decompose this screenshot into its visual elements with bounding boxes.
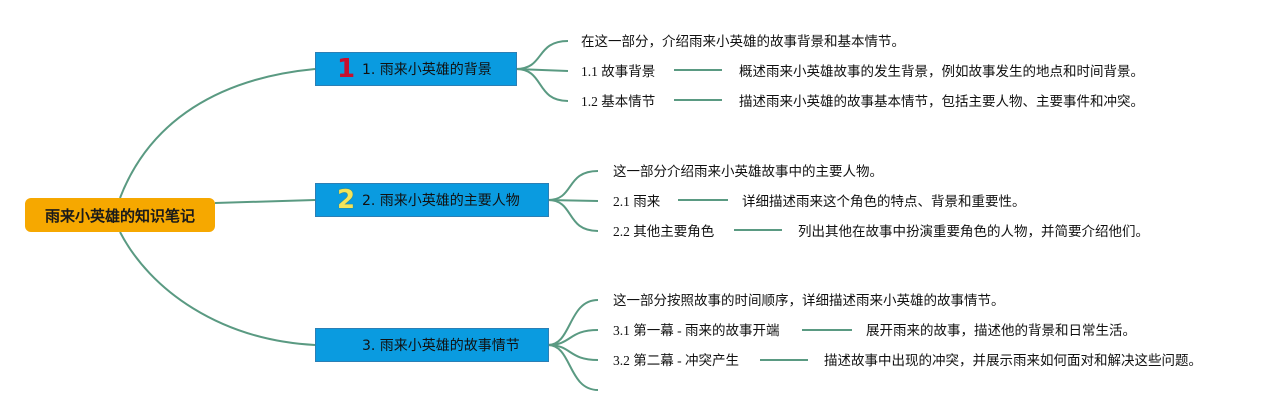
branch-node-2[interactable]: 2 2. 雨来小英雄的主要人物 bbox=[315, 183, 549, 217]
branch-1-intro: 在这一部分，介绍雨来小英雄的故事背景和基本情节。 bbox=[581, 34, 905, 49]
link-b3-extra bbox=[547, 344, 599, 391]
branch-1-item-1-label: 1.1 故事背景 bbox=[581, 64, 656, 79]
branch-label: 3. 雨来小英雄的故事情节 bbox=[362, 338, 520, 354]
branch-1-item-1-desc: 概述雨来小英雄故事的发生背景，例如故事发生的地点和时间背景。 bbox=[739, 64, 1144, 79]
branch-2-item-2-desc: 列出其他在故事中扮演重要角色的人物，并简要介绍他们。 bbox=[798, 224, 1149, 239]
branch-2-item-1-label: 2.1 雨来 bbox=[613, 194, 661, 209]
branch-3-intro: 这一部分按照故事的时间顺序，详细描述雨来小英雄的故事情节。 bbox=[613, 293, 1005, 308]
branch-1-item-2-desc: 描述雨来小英雄的故事基本情节，包括主要人物、主要事件和冲突。 bbox=[739, 94, 1144, 109]
branch-1-item-2-label: 1.2 基本情节 bbox=[581, 94, 656, 109]
branch-2-intro: 这一部分介绍雨来小英雄故事中的主要人物。 bbox=[613, 164, 883, 179]
number-1-icon: 1 bbox=[336, 54, 356, 84]
link-b2-item2 bbox=[547, 199, 599, 232]
link-b1-item2 bbox=[515, 68, 569, 102]
branch-node-1[interactable]: 1 1. 雨来小英雄的背景 bbox=[315, 52, 517, 86]
branch-2-item-1-desc: 详细描述雨来这个角色的特点、背景和重要性。 bbox=[742, 194, 1026, 209]
branch-3-item-1-desc: 展开雨来的故事，描述他的背景和日常生活。 bbox=[866, 323, 1136, 338]
branch-node-3[interactable]: 3 3. 雨来小英雄的故事情节 bbox=[315, 328, 549, 362]
link-root-branch1 bbox=[119, 68, 316, 199]
branch-2-item-2-label: 2.2 其他主要角色 bbox=[613, 224, 715, 239]
link-b3-intro bbox=[547, 299, 599, 346]
number-2-icon: 2 bbox=[336, 185, 356, 215]
link-b2-intro bbox=[547, 170, 599, 201]
link-b1-intro bbox=[515, 40, 569, 70]
root-label: 雨来小英雄的知识笔记 bbox=[44, 206, 195, 225]
link-root-branch2 bbox=[214, 199, 316, 204]
branch-label: 2. 雨来小英雄的主要人物 bbox=[362, 193, 520, 209]
link-root-branch3 bbox=[119, 231, 316, 346]
branch-3-item-1-label: 3.1 第一幕 - 雨来的故事开端 bbox=[613, 323, 780, 338]
root-node[interactable]: 雨来小英雄的知识笔记 bbox=[25, 198, 215, 232]
link-b2-item1 bbox=[547, 199, 599, 202]
branch-label: 1. 雨来小英雄的背景 bbox=[362, 62, 492, 78]
branch-3-item-2-label: 3.2 第二幕 - 冲突产生 bbox=[613, 353, 739, 368]
branch-3-item-2-desc: 描述故事中出现的冲突，并展示雨来如何面对和解决这些问题。 bbox=[824, 353, 1202, 368]
number-3-icon: 3 bbox=[334, 332, 358, 358]
